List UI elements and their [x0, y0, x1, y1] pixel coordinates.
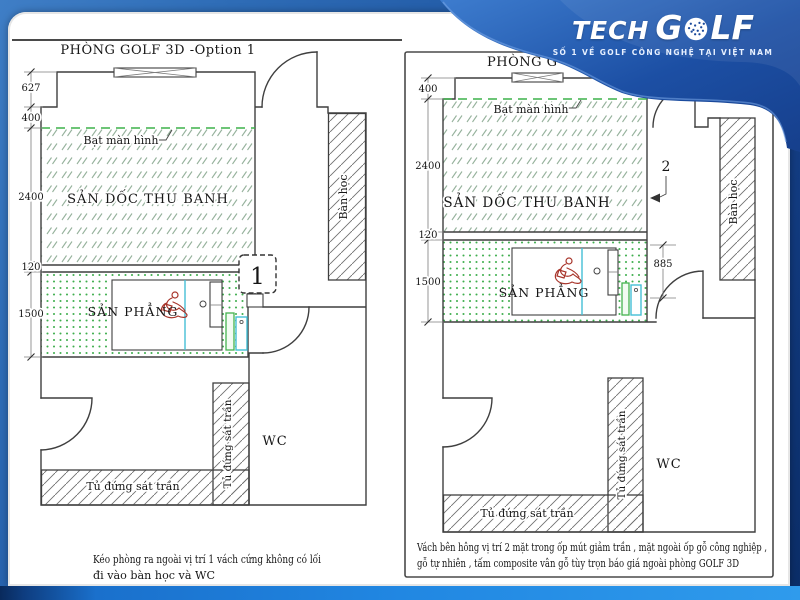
plan2-cyan-equipment-dot	[633, 287, 639, 293]
logo-text-g: G	[655, 8, 683, 47]
plan1-ball-marker	[199, 300, 207, 308]
plan1-dim-ticks	[27, 68, 35, 361]
swoosh-sheen	[560, 0, 800, 86]
plan2-hitting-mat	[511, 247, 617, 316]
logo-wordmark: TECH G LF	[538, 8, 788, 47]
plan2-label-slope-floor: SẢN DỐC THU BANH	[443, 193, 610, 211]
plan-1: PHÒNG GOLF 3D -Option 1	[17, 41, 367, 582]
plan1-dim-1500: 1500	[18, 309, 43, 320]
plan1-label-cabinet-horizontal: Tủ đứng sát trần	[86, 480, 179, 493]
plan1-cyan-equipment-dot	[239, 319, 244, 325]
plan1-dim-400: 400	[21, 113, 40, 124]
bottom-bar	[0, 586, 800, 600]
plan2-door-arc-right	[655, 270, 704, 319]
swoosh-shape	[440, 0, 800, 152]
plan1-screen-leader	[156, 129, 173, 141]
plan-2: PHÒNG G	[404, 51, 774, 578]
logo-text-lf: LF	[710, 8, 755, 47]
plan1-label-flat-floor: SẢN PHẲNG	[88, 301, 179, 319]
plan1-caption-line1: Kéo phòng ra ngoài vị trí 1 vách cứng kh…	[93, 552, 321, 566]
plan1-title: PHÒNG GOLF 3D -Option 1	[60, 41, 255, 58]
plan2-dim-120: 120	[418, 230, 437, 241]
plan2-cabinet-small	[607, 249, 619, 296]
plan2-slope-floor-region	[443, 99, 647, 232]
plan2-label-cabinet-vertical: Tủ đứng sát trần	[615, 410, 628, 499]
plan2-desk-block	[719, 117, 756, 281]
plan1-door-arc-top	[261, 51, 318, 108]
plan1-label-desk: Bàn học	[337, 174, 350, 219]
swoosh-highlight	[442, 1, 787, 143]
plan2-position-marker: 2	[662, 159, 671, 175]
techgolf-logo: TECH G LF SỐ 1 VỀ GOLF CÔNG NGHỆ TẠI VIỆ…	[538, 8, 788, 57]
plan2-door-arc-left	[442, 397, 493, 448]
plan1-hitting-mat	[111, 279, 223, 351]
logo-text-tech: TECH	[571, 16, 650, 45]
plan1-position-marker-box	[238, 254, 277, 294]
plan2-ball-marker	[593, 267, 601, 275]
plan2-dim-400: 400	[418, 84, 437, 95]
plan1-wall-jog	[246, 293, 264, 308]
corner-swoosh	[440, 0, 800, 152]
plan2-label-flat-floor: SẢN PHẲNG	[499, 282, 590, 300]
plan1-label-cabinet-vertical: Tủ đứng sát trần	[221, 399, 234, 488]
plan1-label-slope-floor: SẢN DỐC THU BANH	[67, 189, 229, 207]
plan2-label-wc: WC	[656, 457, 681, 472]
plan2-dim-885: 885	[653, 259, 672, 270]
plan2-caption-line1: Vách bên hông vị trí 2 mặt trong ốp mút …	[416, 540, 767, 554]
plan1-desk-block	[327, 112, 367, 281]
plan2-marker-arrowhead	[650, 193, 660, 203]
plan1-cabinet-small	[209, 281, 223, 328]
plan2-dim-ticks	[424, 74, 667, 326]
plan1-caption-line2: đi vào bàn học và WC	[93, 568, 215, 582]
plan2-dim-1500: 1500	[415, 277, 440, 288]
plan2-label-screen: Bạt màn hình	[494, 103, 569, 116]
plan1-position-marker: 1	[250, 264, 265, 290]
plan1-label-screen: Bạt màn hình	[84, 134, 159, 147]
plan2-label-desk: Bàn học	[727, 179, 740, 224]
plan2-golfer-sketch	[554, 257, 582, 285]
plan1-dim-lines	[24, 71, 57, 358]
plan1-door-arc-left	[40, 397, 93, 451]
plan2-cabinet-horizontal-block	[442, 494, 644, 533]
plan1-golfer-sketch	[160, 291, 188, 319]
plan2-marker-leader	[659, 176, 667, 198]
plan1-slope-floor-region	[41, 128, 255, 265]
plan2-screen-leader	[566, 99, 582, 109]
plan2-window-cross	[511, 72, 564, 83]
plan2-cyan-equipment	[630, 284, 642, 316]
plan2-label-cabinet-horizontal: Tủ đứng sát trần	[480, 507, 573, 520]
plan1-window-cross	[113, 67, 197, 78]
plan1-door-arc-wc	[262, 306, 310, 354]
plan1-green-equipment	[225, 312, 235, 351]
plan1-dim-120: 120	[21, 262, 40, 273]
logo-tagline: SỐ 1 VỀ GOLF CÔNG NGHỆ TẠI VIỆT NAM	[552, 48, 774, 57]
plan2-dim-2400: 2400	[415, 161, 440, 172]
plan1-cabinet-horizontal-block	[40, 469, 250, 506]
plan1-dim-627: 627	[21, 83, 40, 94]
plan1-label-wc: WC	[262, 434, 287, 449]
plan2-title: PHÒNG G	[487, 53, 558, 70]
plan1-dim-2400: 2400	[18, 192, 43, 203]
golf-ball-icon	[685, 17, 708, 41]
plan1-cyan-equipment	[235, 316, 248, 351]
plan2-caption-line2: gỗ tự nhiên , tấm composite vân gỗ tùy t…	[417, 556, 739, 570]
plan2-green-equipment	[621, 282, 630, 316]
